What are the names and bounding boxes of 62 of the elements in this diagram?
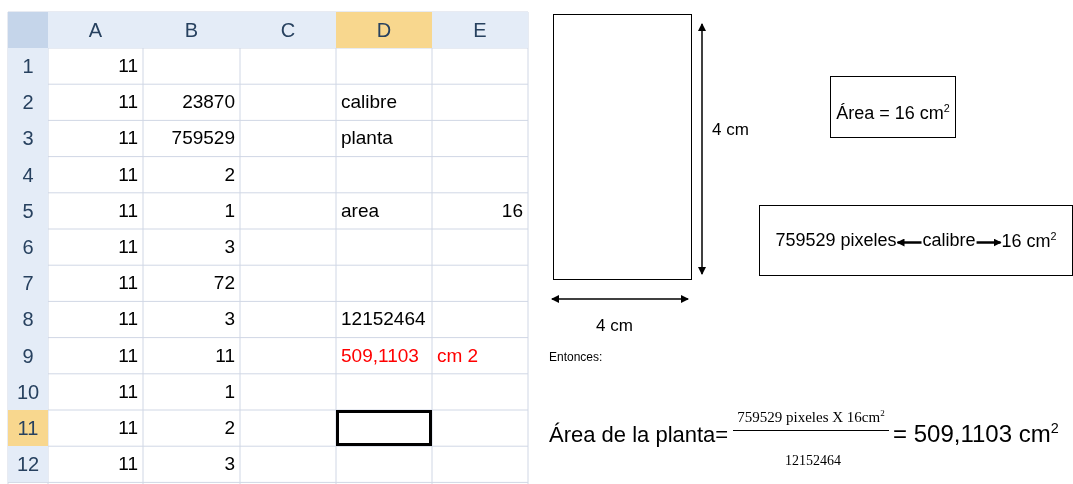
row-header: 6 [8, 229, 48, 266]
arrow [896, 238, 922, 247]
cell-value: 72 [212, 271, 236, 296]
cell-value: planta [340, 126, 394, 151]
column-header: B [143, 12, 240, 48]
term-text: 759529 pixeles [775, 230, 897, 251]
cell-value: 509,1103 [340, 343, 420, 368]
note-text: Entonces: [549, 350, 603, 364]
row-header: 4 [8, 156, 48, 193]
cell-value: 12152464 [340, 307, 427, 332]
cell-value: cm 2 [436, 343, 480, 368]
formula-numerator: 759529 pixeles X 16cm$^{2}$ [733, 408, 889, 431]
cell-value: 1 [223, 198, 236, 223]
cell-value: 3 [223, 307, 236, 332]
cell-value: 11 [117, 452, 139, 477]
cell-value: 23870 [181, 90, 236, 115]
dimension-label: 4 cm [712, 120, 749, 140]
formula-denominator: 12152464 [785, 453, 842, 469]
cell-value: 11 [117, 416, 139, 440]
row-header: 7 [8, 265, 48, 302]
cell-value: 11 [117, 271, 139, 296]
column-header: D [336, 12, 432, 48]
cell-value: 11 [117, 235, 139, 259]
cell-value: 11 [117, 343, 139, 368]
cell-value: 1 [223, 379, 236, 404]
cell-value: 16 [500, 198, 524, 223]
cell-value: 11 [214, 343, 236, 368]
cell-value: 3 [223, 452, 236, 477]
cell-value: area [340, 198, 381, 223]
row-header: 8 [8, 301, 48, 338]
term-text: 16 cm$^{2}$ [1001, 229, 1057, 252]
formula-result: = 509,1103 cm$^{2}$ [893, 420, 1059, 448]
cell-value: 11 [117, 54, 139, 78]
cell-value: 2 [223, 162, 236, 187]
cell-value: 11 [117, 126, 139, 151]
row-header: 3 [8, 120, 48, 157]
formula-text: Área de la planta= [549, 422, 729, 448]
cell-value: 3 [223, 235, 236, 259]
column-header: E [432, 12, 528, 48]
cell-value: 11 [117, 198, 139, 223]
cell-value: 11 [117, 162, 139, 187]
cell-value: 11 [117, 379, 139, 404]
row-header: 1 [8, 48, 48, 85]
column-header: C [240, 12, 336, 48]
cell-value: 11 [117, 90, 139, 115]
arrow [976, 238, 1002, 247]
row-header: 11 [8, 410, 48, 447]
row-header: 5 [8, 192, 48, 229]
row-header: 10 [8, 373, 48, 410]
cell-value: 759529 [170, 126, 236, 151]
calibration-box [759, 205, 1073, 276]
rectangle [553, 14, 692, 280]
dimension-label: 4 cm [596, 316, 633, 336]
cell-value: 2 [223, 416, 236, 440]
cell-value: 11 [117, 307, 139, 332]
term-text: calibre [922, 230, 976, 251]
formula-box: Área = 16 cm$^{2}$ [830, 76, 956, 138]
row-header: 12 [8, 446, 48, 483]
row-header: 2 [8, 84, 48, 121]
cell-value: calibre [340, 90, 398, 115]
row-header: 9 [8, 337, 48, 374]
column-header: A [48, 12, 143, 48]
